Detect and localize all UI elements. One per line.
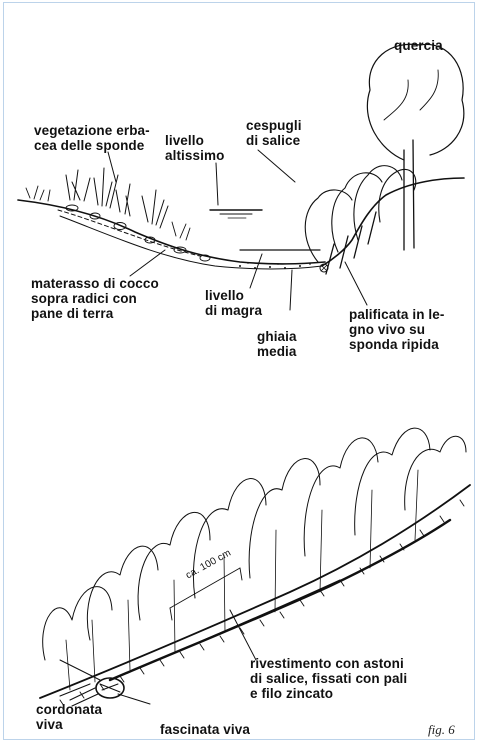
label-livello-altissimo: livello altissimo — [165, 133, 224, 163]
label-fascinata: fascinata viva — [160, 722, 250, 737]
label-livello-magra: livello di magra — [205, 288, 262, 318]
label-ghiaia: ghiaia media — [257, 329, 297, 359]
label-materasso: materasso di cocco sopra radici con pane… — [31, 276, 159, 321]
label-rivestimento: rivestimento con astoni di salice, fissa… — [250, 656, 407, 701]
label-palificata: palificata in le- gno vivo su sponda rip… — [349, 307, 444, 352]
label-quercia: quercia — [394, 38, 443, 53]
label-vegetazione: vegetazione erba- cea delle sponde — [34, 123, 150, 153]
figure-number: fig. 6 — [428, 722, 455, 738]
label-cespugli: cespugli di salice — [246, 118, 302, 148]
upper-cross-section — [18, 44, 464, 310]
label-cordonata: cordonata viva — [36, 702, 102, 732]
